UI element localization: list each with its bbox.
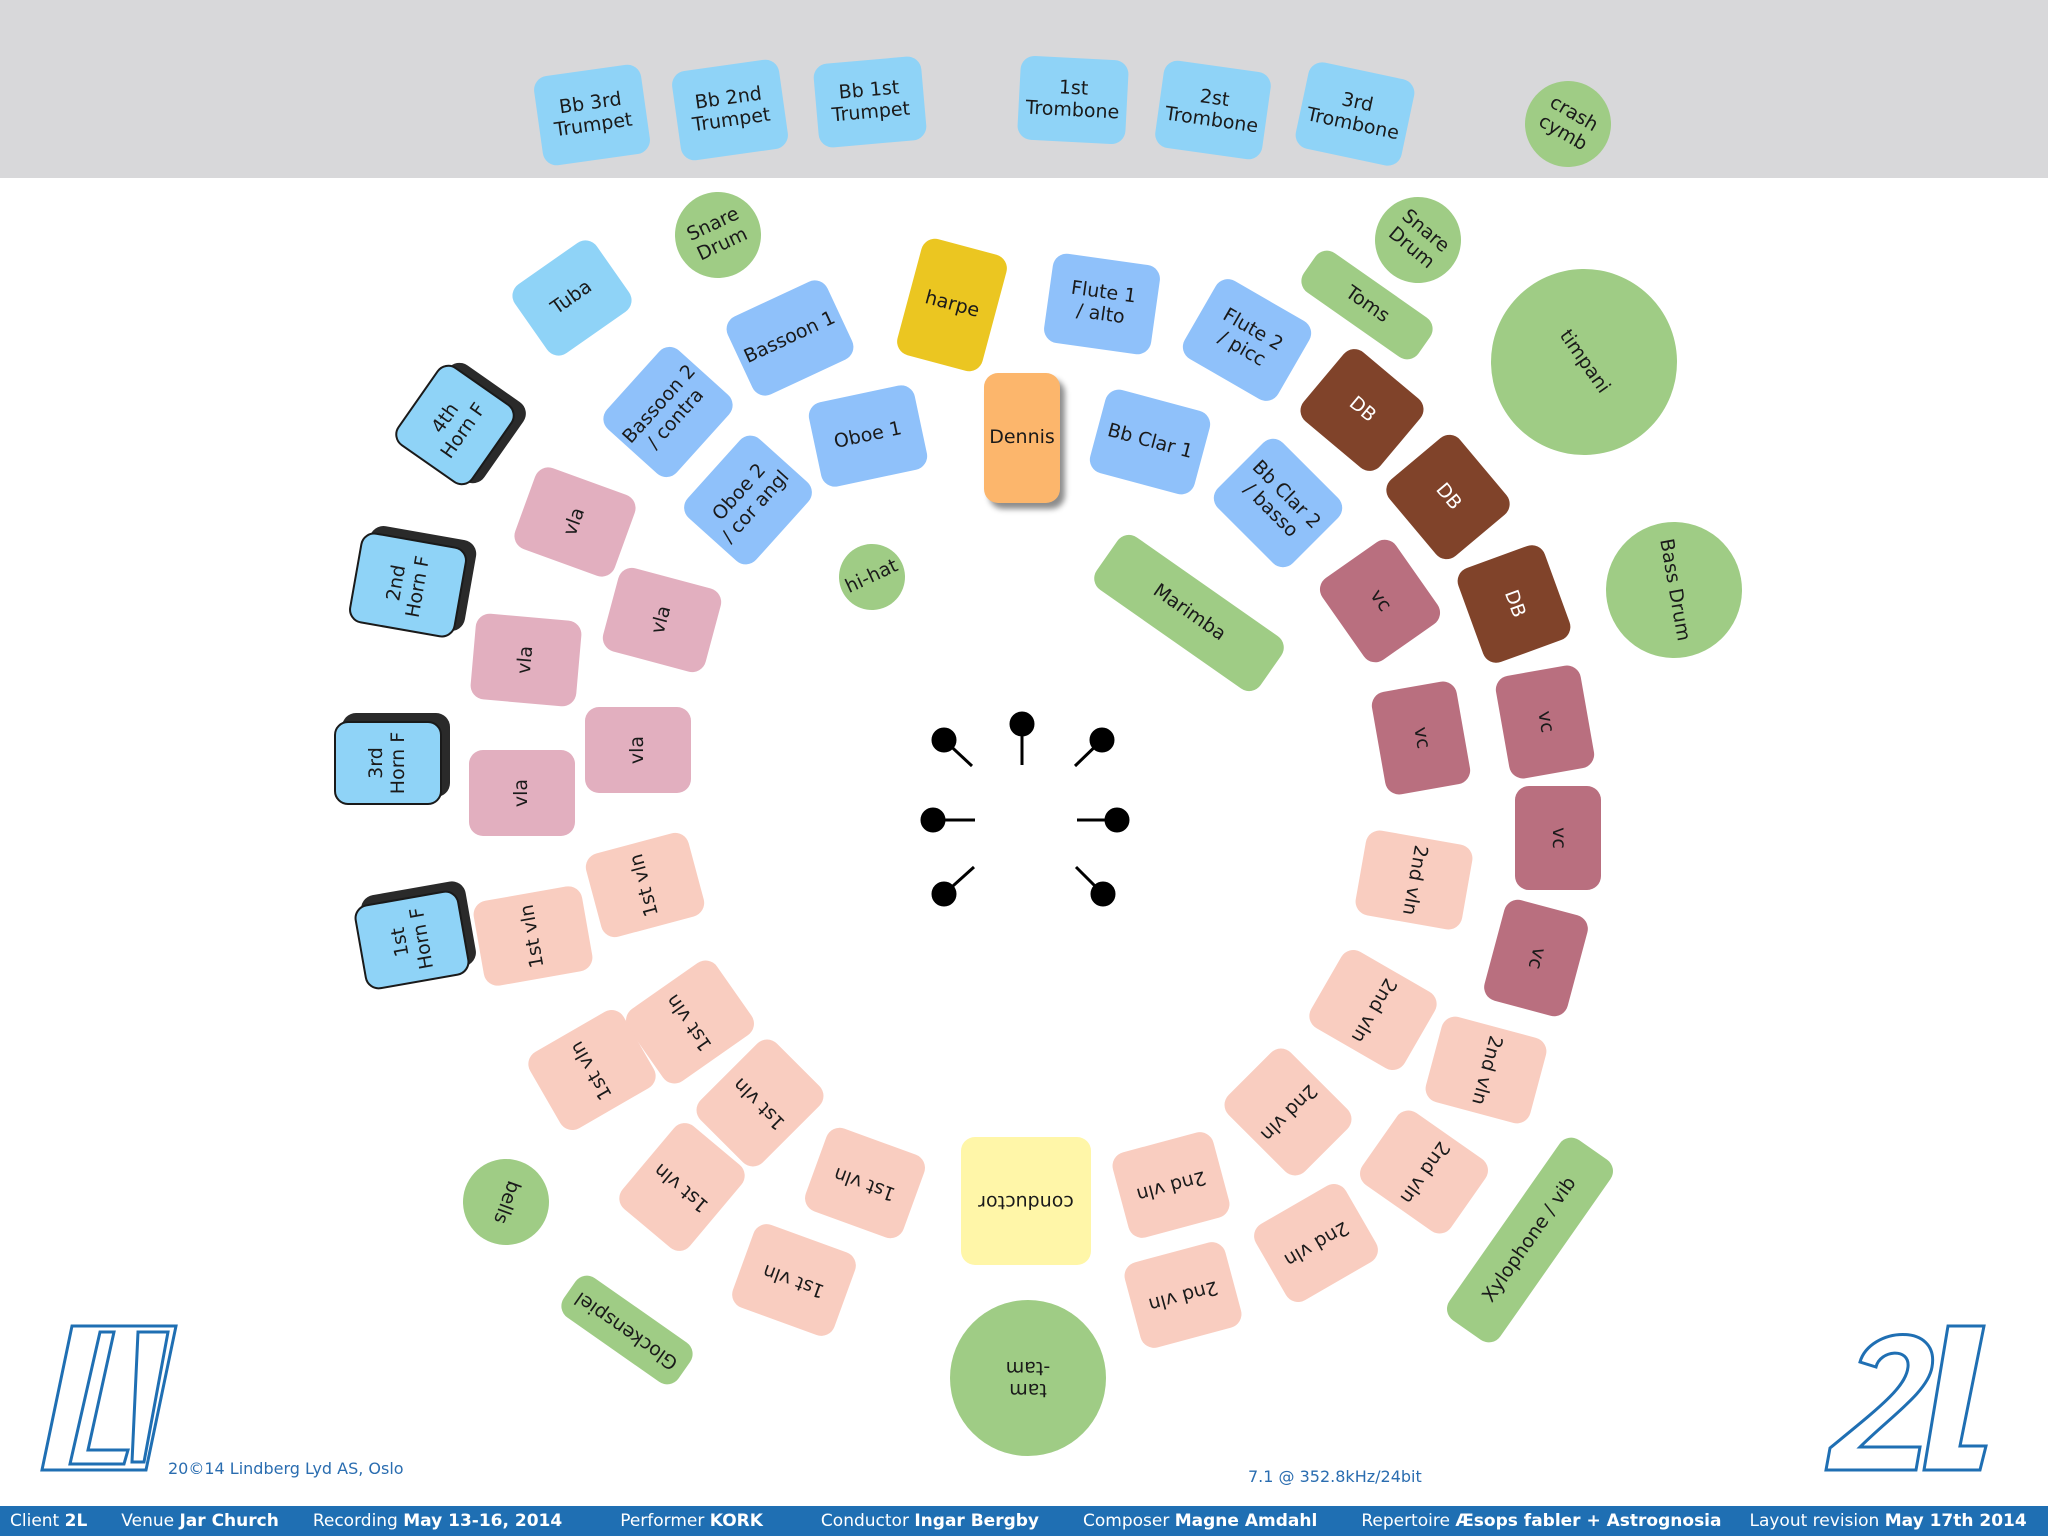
2l-outline-logo-icon: [1824, 1324, 1988, 1472]
seat-db: DB: [1380, 429, 1516, 565]
seat-harpe: harpe: [893, 235, 1011, 375]
seat-1st-trombone: 1st Trombone: [1016, 55, 1130, 145]
seat-2nd-horn-f: 2nd Horn F: [346, 530, 470, 640]
seat-dennis: Dennis: [984, 373, 1060, 503]
seat-bassoon-1: Bassoon 1: [721, 275, 859, 401]
seat-marimba: Marimba: [1088, 529, 1290, 697]
seat-tam-tam: tam -tam: [950, 1300, 1106, 1456]
seat-3rd-horn-f: 3rd Horn F: [334, 721, 442, 805]
footer-venue: Venue Jar Church: [121, 1511, 279, 1531]
seat-timpani: timpani: [1454, 232, 1714, 492]
seat-bass-drum: Bass Drum: [1595, 511, 1753, 669]
seat-vc: vc: [1369, 679, 1473, 797]
seat-vla: vla: [599, 564, 725, 676]
seat-2nd-vln: 2nd vln: [1353, 828, 1475, 932]
seat-bb-3rd-trumpet: Bb 3rd Trumpet: [532, 62, 652, 168]
seat-bb-1st-trumpet: Bb 1st Trumpet: [812, 55, 928, 149]
footer-performer: Performer KORK: [620, 1511, 763, 1531]
seat-vla: vla: [585, 707, 691, 793]
seat-tuba: Tuba: [506, 234, 638, 362]
seat-2nd-vln: 2nd vln: [1354, 1104, 1494, 1240]
seat-2nd-vln: 2nd vln: [1218, 1042, 1358, 1182]
seat-vla: vla: [469, 612, 583, 708]
seat-hi-hat: hi-hat: [828, 533, 916, 621]
copyright-text: 20©14 Lindberg Lyd AS, Oslo: [168, 1459, 404, 1478]
seat-vla: vla: [510, 463, 640, 581]
audio-format-text: 7.1 @ 352.8kHz/24bit: [1248, 1467, 1422, 1486]
footer-repertoire: Repertoire Æsops fabler + Astrognosia: [1361, 1511, 1722, 1531]
seat-db: DB: [1453, 541, 1575, 667]
seat-2nd-vln: 2nd vln: [1121, 1239, 1245, 1351]
seat-2nd-vln: 2nd vln: [1109, 1129, 1233, 1241]
seat-bb-2nd-trumpet: Bb 2nd Trumpet: [670, 57, 790, 163]
seat-1st-horn-f: 1st Horn F: [352, 888, 472, 992]
seat-glockenspiel: Glockenspiel: [555, 1270, 699, 1390]
seat-flute-1-alto: Flute 1 / alto: [1042, 251, 1162, 357]
seat-4th-horn-f: 4th Horn F: [389, 359, 521, 491]
footer-bar: Client 2L Venue Jar Church Recording May…: [0, 1506, 2048, 1536]
seat-vla: vla: [469, 750, 575, 836]
seat-bb-clar-1: Bb Clar 1: [1086, 386, 1214, 498]
seat-2st-trombone: 2st Trombone: [1153, 58, 1273, 162]
seat-1st-vln: 1st vln: [801, 1123, 929, 1243]
footer-recording: Recording May 13-16, 2014: [312, 1511, 563, 1531]
seat-bassoon-2-contra: Bassoon 2 / contra: [597, 341, 739, 483]
seat-1st-vln: 1st vln: [728, 1220, 860, 1340]
seat-flute-2-picc: Flute 2 / picc: [1177, 274, 1317, 406]
seat-2nd-vln: 2nd vln: [1248, 1178, 1384, 1308]
ll-outline-logo-icon: [40, 1324, 178, 1472]
seat-oboe-1: Oboe 1: [806, 382, 930, 490]
seat-1st-vln: 1st vln: [582, 829, 708, 941]
seat-vc: vc: [1314, 534, 1446, 668]
seat-1st-vln: 1st vln: [471, 884, 595, 988]
seat-conductor: conductor: [961, 1137, 1091, 1265]
seat-oboe-2-cor-angl: Oboe 2 / cor angl: [678, 429, 818, 571]
seat-2nd-vln: 2nd vln: [1304, 944, 1442, 1076]
seat-vc: vc: [1493, 663, 1597, 781]
footer-conductor: Conductor Ingar Bergby: [820, 1511, 1040, 1531]
seat-db: DB: [1294, 343, 1430, 477]
seat-snare-drum: Snare Drum: [660, 177, 776, 293]
seat-vc: vc: [1481, 896, 1591, 1020]
footer-client: Client 2L: [10, 1511, 88, 1531]
microphone-array-icon: [920, 711, 1130, 907]
seat-bells: bells: [450, 1146, 562, 1258]
footer-composer: Composer Magne Amdahl: [1083, 1511, 1318, 1531]
seat-vc: vc: [1515, 786, 1601, 890]
footer-revision: Layout revision May 17th 2014: [1749, 1511, 2027, 1531]
seat-bb-clar-2-basso: Bb Clar 2 / basso: [1207, 432, 1349, 574]
seat-2nd-vln: 2nd vln: [1422, 1013, 1550, 1127]
